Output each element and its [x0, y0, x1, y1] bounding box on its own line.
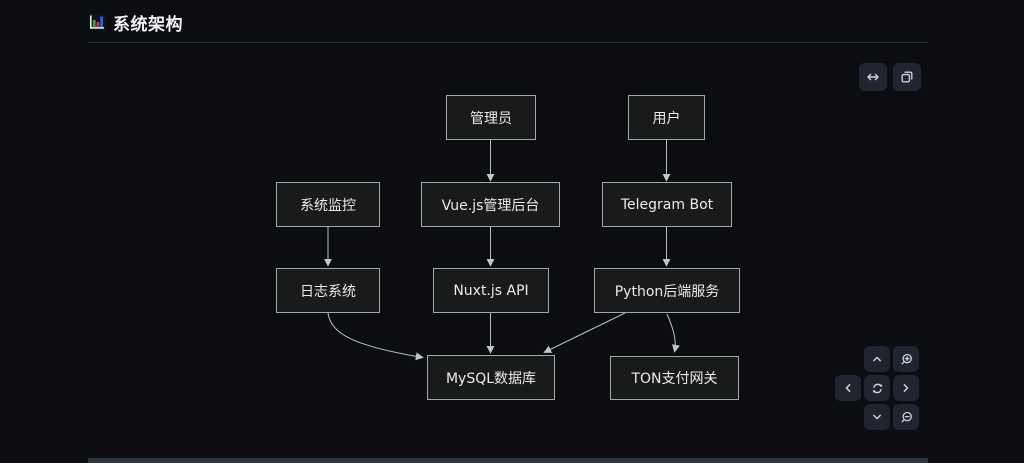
chevron-down-icon — [870, 410, 884, 424]
zoom-out-button[interactable] — [893, 404, 919, 430]
controls-spacer — [835, 346, 861, 372]
horizontal-scrollbar[interactable] — [88, 458, 928, 463]
reset-view-button[interactable] — [864, 375, 890, 401]
copy-button[interactable] — [893, 63, 921, 91]
diagram-edges — [324, 140, 680, 361]
refresh-icon — [870, 381, 885, 396]
diagram-edge — [666, 313, 680, 353]
header-divider — [88, 42, 928, 43]
pan-left-button[interactable] — [835, 375, 861, 401]
diagram-toolbar — [859, 63, 921, 91]
zoom-in-icon — [899, 352, 914, 367]
copy-icon — [899, 69, 915, 85]
chevron-right-icon — [899, 381, 913, 395]
bar-chart-icon — [88, 13, 106, 31]
pan-down-button[interactable] — [864, 404, 890, 430]
diagram-edge — [543, 312, 626, 353]
diagram-controls — [835, 346, 919, 430]
chevron-left-icon — [841, 381, 855, 395]
pan-right-button[interactable] — [893, 375, 919, 401]
zoom-out-icon — [899, 410, 914, 425]
chevron-up-icon — [870, 352, 884, 366]
page-title: 系统架构 — [113, 14, 183, 35]
zoom-in-button[interactable] — [893, 346, 919, 372]
diagram-edge — [327, 312, 424, 361]
fit-width-button[interactable] — [859, 63, 887, 91]
arrows-horizontal-icon — [865, 69, 881, 85]
pan-up-button[interactable] — [864, 346, 890, 372]
controls-spacer — [835, 404, 861, 430]
header: 系统架构 — [88, 8, 183, 36]
